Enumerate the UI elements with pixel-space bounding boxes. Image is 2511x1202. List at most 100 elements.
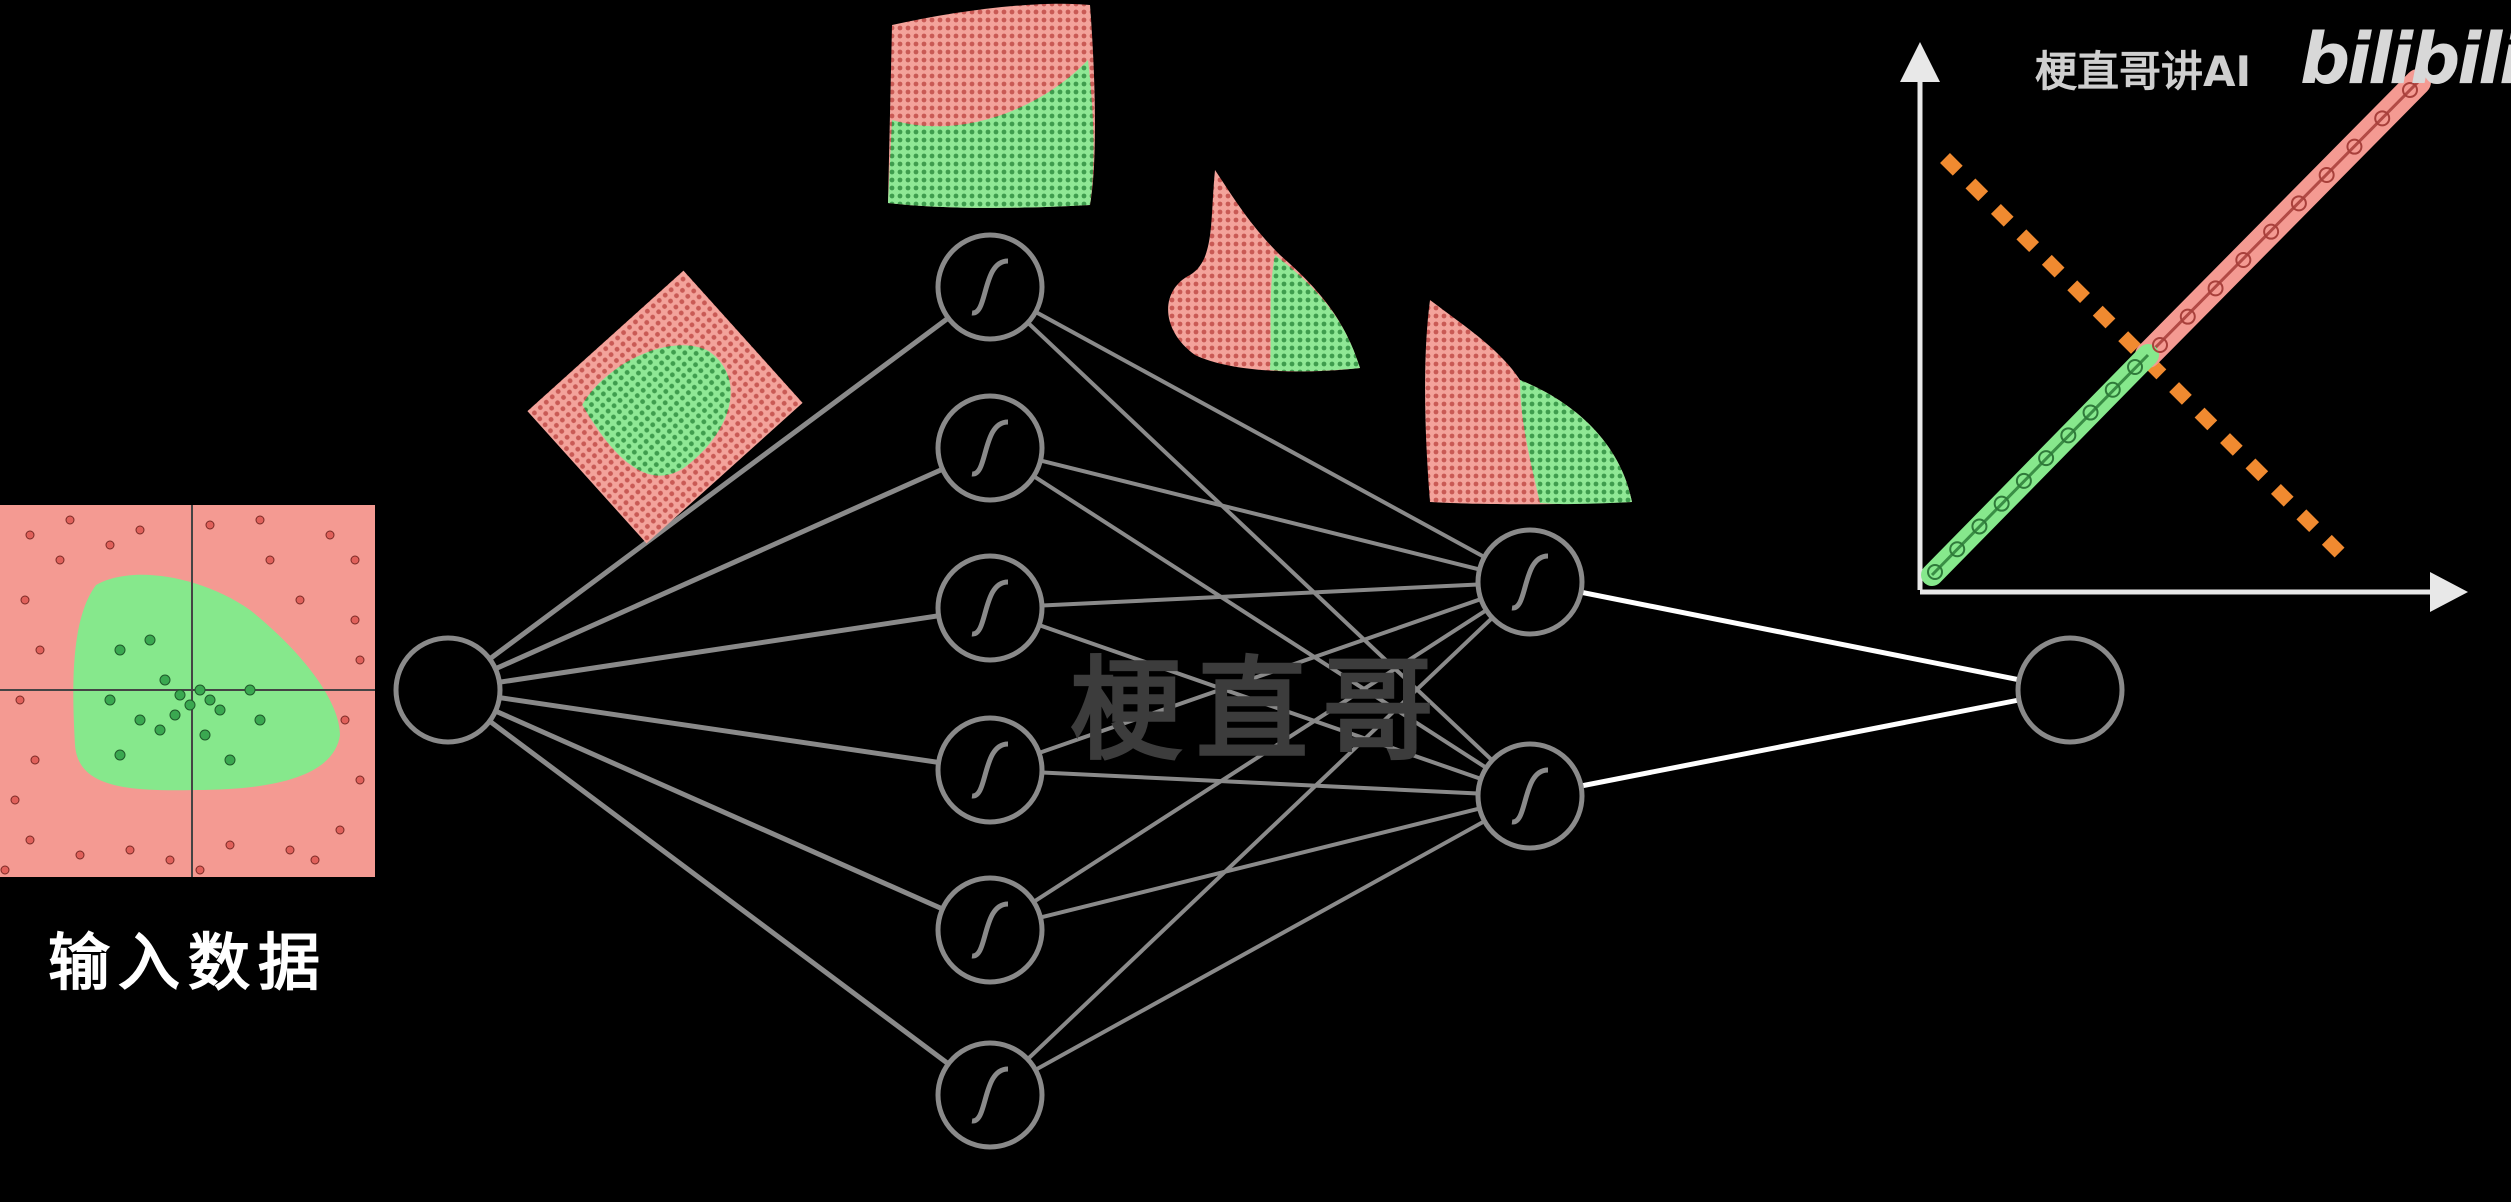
projected-red-point — [2263, 223, 2280, 240]
red-sample-point — [310, 855, 320, 865]
sigmoid-icon — [1511, 767, 1549, 825]
bilibili-logo: bilibili — [2300, 18, 2511, 100]
projected-red-point — [2290, 195, 2307, 212]
red-sample-point — [195, 865, 205, 875]
projected-green-point — [1971, 518, 1988, 535]
output-neuron-1 — [2015, 635, 2125, 745]
input-to-hidden1-edges — [446, 284, 992, 1098]
channel-name-watermark: 梗直哥讲AI — [2035, 47, 2252, 96]
red-sample-point — [135, 525, 145, 535]
projected-green-point — [1949, 541, 1966, 558]
red-sample-point — [350, 615, 360, 625]
connection-edge — [988, 580, 1532, 932]
connection-edge — [988, 285, 1532, 798]
projected-red-point — [2235, 252, 2252, 268]
red-sample-point — [20, 595, 30, 605]
connection-edge — [988, 580, 1532, 1097]
connection-edge — [989, 768, 1531, 798]
red-sample-point — [25, 530, 35, 540]
projected-red-point — [2207, 280, 2224, 297]
green-sample-point — [169, 709, 181, 721]
transform-thumbnail-3 — [1168, 170, 1360, 372]
red-sample-point — [355, 655, 365, 665]
red-sample-point — [285, 845, 295, 855]
connection-edge — [446, 445, 992, 693]
projected-green-point — [2015, 472, 2032, 489]
connection-edge — [446, 687, 992, 933]
y-axis-arrow — [1900, 42, 1940, 82]
hidden1-neuron-3 — [935, 553, 1045, 663]
red-sample-point — [35, 645, 45, 655]
projected-green-point — [2082, 404, 2099, 421]
hidden2-neuron-2 — [1475, 741, 1585, 851]
decision-boundary-dotted — [1940, 153, 2357, 570]
green-sample-point — [144, 634, 156, 646]
green-sample-point — [114, 749, 126, 761]
projected-red-point — [2402, 82, 2418, 98]
red-sample-point — [65, 515, 75, 525]
sigmoid-icon — [1511, 553, 1549, 611]
green-sample-point — [194, 684, 206, 696]
sigmoid-icon — [971, 741, 1009, 799]
hidden1-neuron-6 — [935, 1040, 1045, 1150]
projected-green-point — [2104, 381, 2121, 398]
connection-edge — [989, 580, 1531, 610]
red-sample-point — [75, 850, 85, 860]
red-sample-point — [25, 835, 35, 845]
red-sample-point — [325, 530, 335, 540]
connection-edge — [1529, 687, 2071, 799]
red-sample-point — [105, 540, 115, 550]
connection-edge — [989, 285, 1531, 584]
green-sample-point — [244, 684, 256, 696]
connection-edge — [988, 446, 1532, 798]
red-sample-point — [10, 795, 20, 805]
projected-green-point — [2127, 359, 2143, 375]
red-sample-point — [165, 855, 175, 865]
green-sample-point — [214, 704, 226, 716]
connection-edge — [989, 580, 1531, 772]
projected-red-point — [2152, 337, 2168, 353]
projected-green-point — [1927, 564, 1943, 580]
green-sample-point — [199, 729, 211, 741]
projected-red-point — [2318, 167, 2335, 183]
connection-edge — [989, 794, 1531, 932]
green-class-region — [73, 574, 341, 791]
center-watermark: 梗直哥 — [1070, 646, 1448, 776]
input-data-caption: 输入数据 — [48, 926, 329, 999]
green-sample-point — [254, 714, 266, 726]
hidden1-neuron-2 — [935, 393, 1045, 503]
connection-edge — [446, 284, 992, 693]
green-sample-point — [204, 694, 216, 706]
connection-edge — [446, 687, 992, 1098]
red-sample-point — [30, 755, 40, 765]
input-neuron-1 — [393, 635, 503, 745]
transform-thumbnail-2 — [888, 3, 1095, 208]
hidden2-neuron-1 — [1475, 527, 1585, 637]
connection-edge — [447, 605, 991, 693]
red-sample-point — [340, 715, 350, 725]
hidden2-to-output-edges — [1529, 579, 2071, 799]
hidden1-neuron-4 — [935, 715, 1045, 825]
green-sample-point — [184, 699, 196, 711]
projected-green-point — [2060, 427, 2077, 444]
green-sample-point — [224, 754, 236, 766]
connection-edge — [989, 794, 1531, 1097]
projected-red-point — [2179, 308, 2196, 325]
green-sample-point — [154, 724, 166, 736]
sigmoid-icon — [971, 1066, 1009, 1124]
hidden1-to-hidden2-edges — [988, 285, 1532, 1097]
connection-edge — [1529, 579, 2071, 693]
hidden1-neuron-5 — [935, 875, 1045, 985]
green-sample-point — [174, 689, 186, 701]
red-sample-point — [15, 695, 25, 705]
connection-edge — [989, 606, 1531, 798]
red-sample-point — [205, 520, 215, 530]
green-sample-point — [159, 674, 171, 686]
sigmoid-icon — [971, 258, 1009, 316]
red-sample-point — [125, 845, 135, 855]
red-sample-point — [265, 555, 275, 565]
connection-edge — [447, 687, 991, 773]
green-sample-point — [134, 714, 146, 726]
projected-green-point — [2038, 450, 2055, 467]
